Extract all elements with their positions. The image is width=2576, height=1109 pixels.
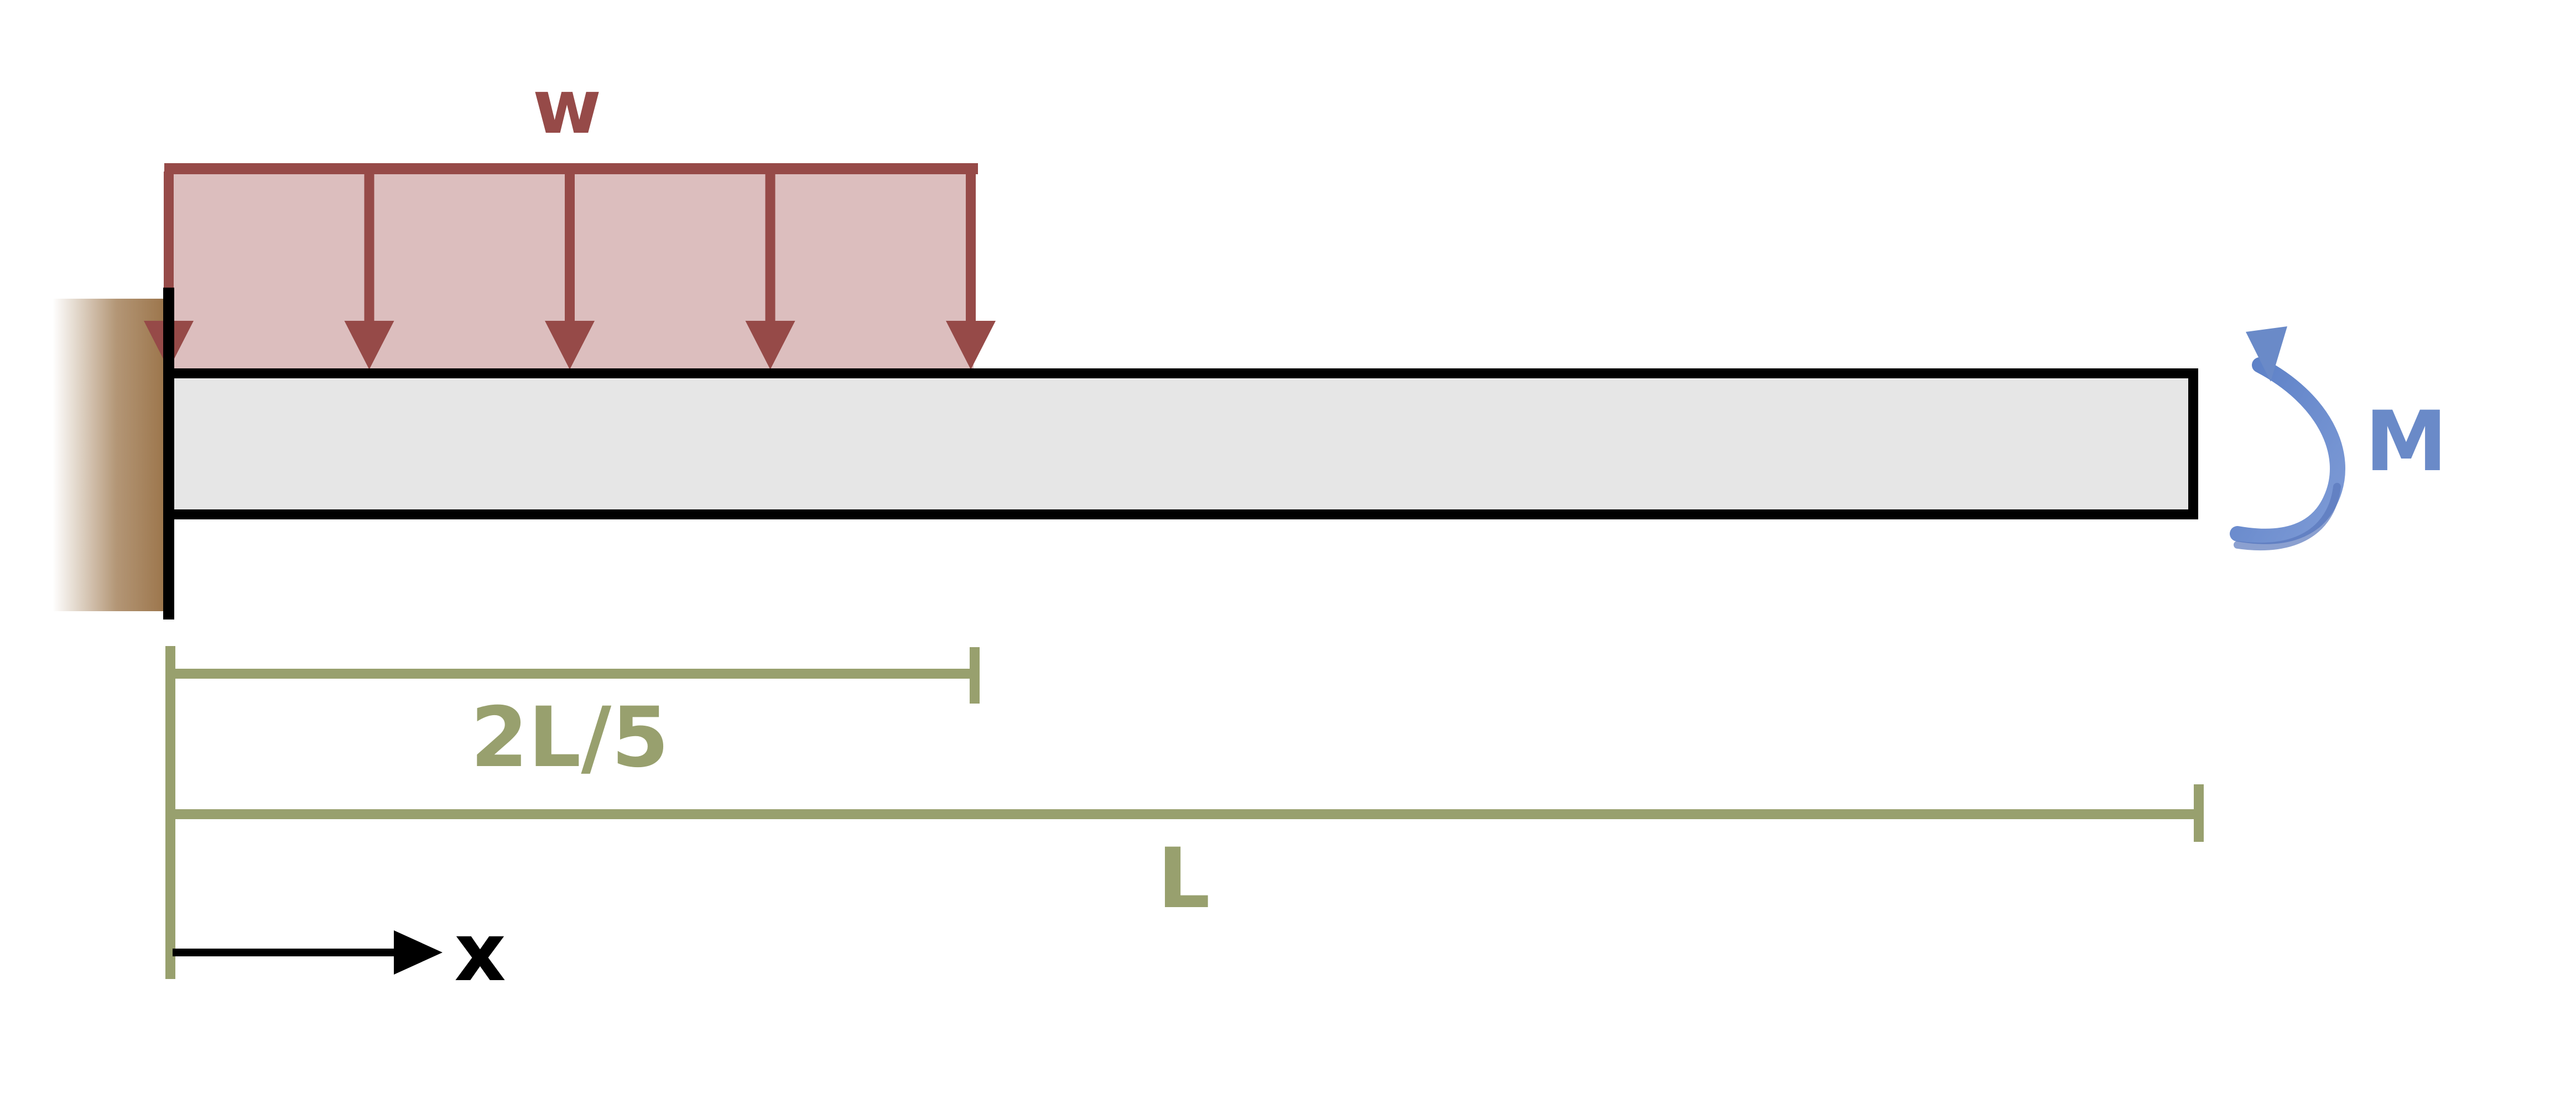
applied-moment <box>2230 326 2345 551</box>
x-axis-label: x <box>454 906 506 999</box>
load-arrow-head <box>344 321 394 369</box>
load-length-dimension: 2L/5 <box>170 647 980 786</box>
beam <box>164 368 2198 519</box>
dimension-lines: 2L/5 L <box>165 646 2204 979</box>
moment-arc <box>2230 357 2345 544</box>
load-arrow-head <box>545 321 595 369</box>
load-label: w <box>533 64 602 150</box>
load-arrow-head <box>946 321 996 369</box>
load-arrow-head <box>745 321 795 369</box>
load-length-label: 2L/5 <box>470 690 669 786</box>
x-axis-arrow: x <box>173 906 506 999</box>
distributed-load <box>144 163 996 373</box>
moment-arc-shadow <box>2234 483 2341 551</box>
fixed-wall-support <box>53 299 169 611</box>
x-axis-arrowhead <box>394 930 443 975</box>
beam-length-dimension: L <box>170 784 2204 927</box>
beam-length-label: L <box>1157 831 1210 927</box>
moment-arrowhead <box>2246 326 2287 382</box>
moment-label: M <box>2365 394 2447 490</box>
